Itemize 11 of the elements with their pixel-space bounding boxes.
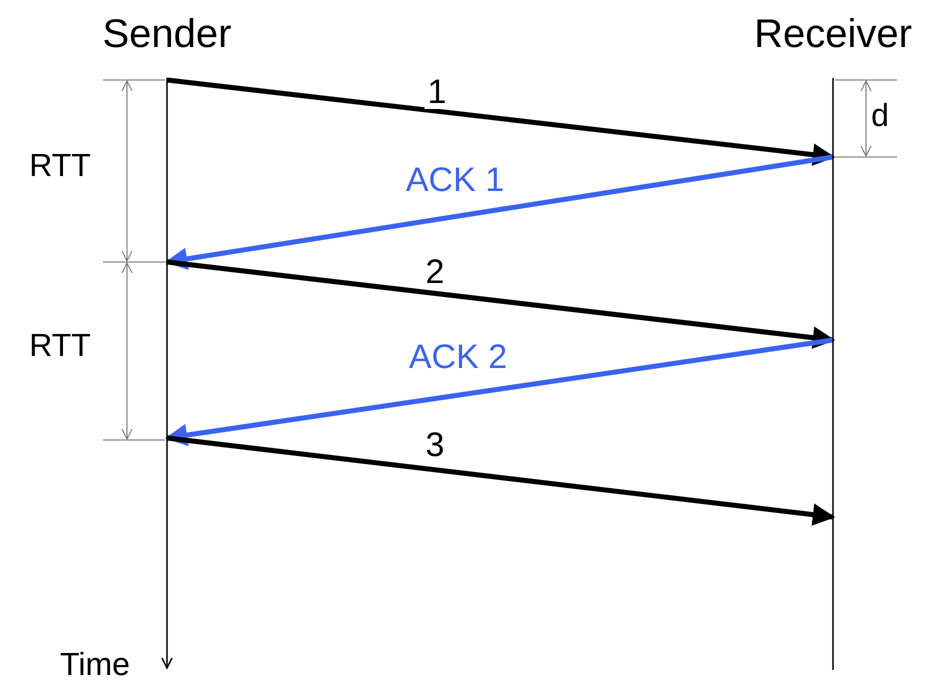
participant-label: Sender xyxy=(102,14,232,54)
message-arrow xyxy=(164,338,834,446)
participant-label: Receiver xyxy=(753,14,913,54)
dimension-label: RTT xyxy=(29,149,91,181)
message-arrow xyxy=(166,78,836,166)
message-arrow xyxy=(166,436,836,526)
dimension-label: RTT xyxy=(29,329,91,361)
axis-label: Time xyxy=(60,648,130,680)
message-arrow xyxy=(166,260,836,349)
message-arrow xyxy=(164,154,834,270)
dimension-label: d xyxy=(871,99,889,131)
